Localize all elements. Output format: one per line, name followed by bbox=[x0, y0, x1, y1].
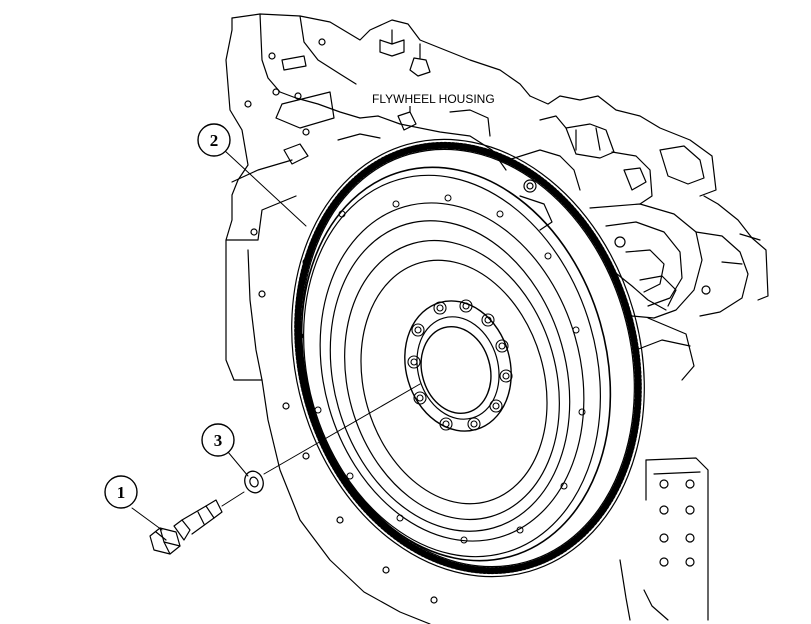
housing-label-bg bbox=[368, 90, 510, 106]
callout-2: 2 bbox=[197, 123, 231, 157]
callout-2-leader bbox=[223, 149, 307, 227]
callout-3: 3 bbox=[201, 423, 235, 457]
engine-block bbox=[225, 13, 769, 624]
washer bbox=[244, 470, 264, 494]
flywheel bbox=[291, 138, 645, 578]
callout-1-leader bbox=[131, 507, 163, 531]
assembly-centerline bbox=[221, 383, 421, 507]
callout-1-text: 1 bbox=[117, 483, 126, 502]
flywheel-bolt bbox=[149, 499, 223, 555]
housing-label: FLYWHEEL HOUSING bbox=[372, 92, 495, 106]
callout-2-text: 2 bbox=[210, 131, 219, 150]
callout-3-leader bbox=[227, 451, 249, 477]
callout-1: 1 bbox=[104, 475, 138, 509]
callout-3-text: 3 bbox=[214, 431, 223, 450]
